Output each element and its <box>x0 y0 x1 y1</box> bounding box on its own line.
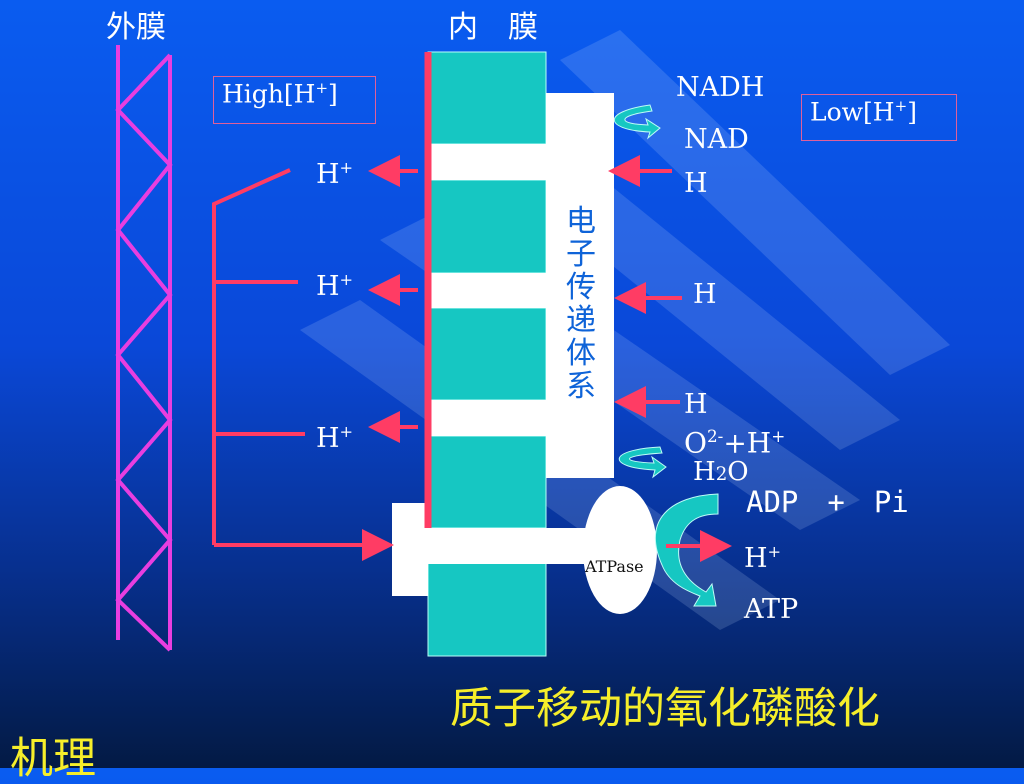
low-proton-label: Low[H <box>810 97 895 127</box>
membrane-gaps <box>428 144 546 436</box>
atp-proton-label: H+ <box>744 542 782 574</box>
slide-title-line2: 机理 <box>10 734 96 784</box>
inner-membrane-label: 内 膜 <box>448 10 538 45</box>
high-proton-box: High[H+] <box>213 76 376 124</box>
h-right-label-2: H <box>684 389 708 420</box>
electron-transport-panel <box>546 93 614 478</box>
proton-pump-arrows <box>368 155 418 443</box>
electron-transport-chain-label: 电 子 传 递 体 系 <box>566 204 596 404</box>
atp-synthase-channel <box>392 503 588 596</box>
proton-label-3: H+ <box>316 422 354 454</box>
nad-h-label: H <box>684 168 708 199</box>
diagram-canvas <box>115 45 732 657</box>
water-label: H2O <box>693 457 749 487</box>
curved-reaction-arrows <box>614 104 667 479</box>
atpase-label: ATPase <box>585 557 644 576</box>
outer-membrane-lattice <box>115 45 173 652</box>
bracket-close: ] <box>907 97 917 127</box>
electron-input-arrows <box>608 155 682 418</box>
atpase-ellipse <box>583 486 657 614</box>
plus-sign: + <box>894 97 908 115</box>
proton-label-1: H+ <box>316 158 354 190</box>
proton-bracket <box>212 168 394 561</box>
oxygen-proton-label: O2-+H+ <box>684 426 786 460</box>
proton-label-2: H+ <box>316 270 354 302</box>
high-proton-label: High[H <box>222 79 316 109</box>
adp-pi-label: ADP + Pi <box>746 485 909 519</box>
outer-membrane-label: 外膜 <box>106 10 166 45</box>
atp-synthesis-arrow <box>655 493 719 607</box>
atp-label: ATP <box>744 594 799 625</box>
plus-sign: + <box>315 79 329 97</box>
h-right-label-1: H <box>693 279 717 310</box>
low-proton-box: Low[H+] <box>801 94 957 141</box>
nad-label: NAD <box>684 124 749 155</box>
inner-membrane-blocks <box>427 51 547 657</box>
nadh-label: NADH <box>676 72 765 103</box>
bracket-close: ] <box>328 79 338 109</box>
slide-title-line1: 质子移动的氧化磷酸化 <box>450 684 880 734</box>
